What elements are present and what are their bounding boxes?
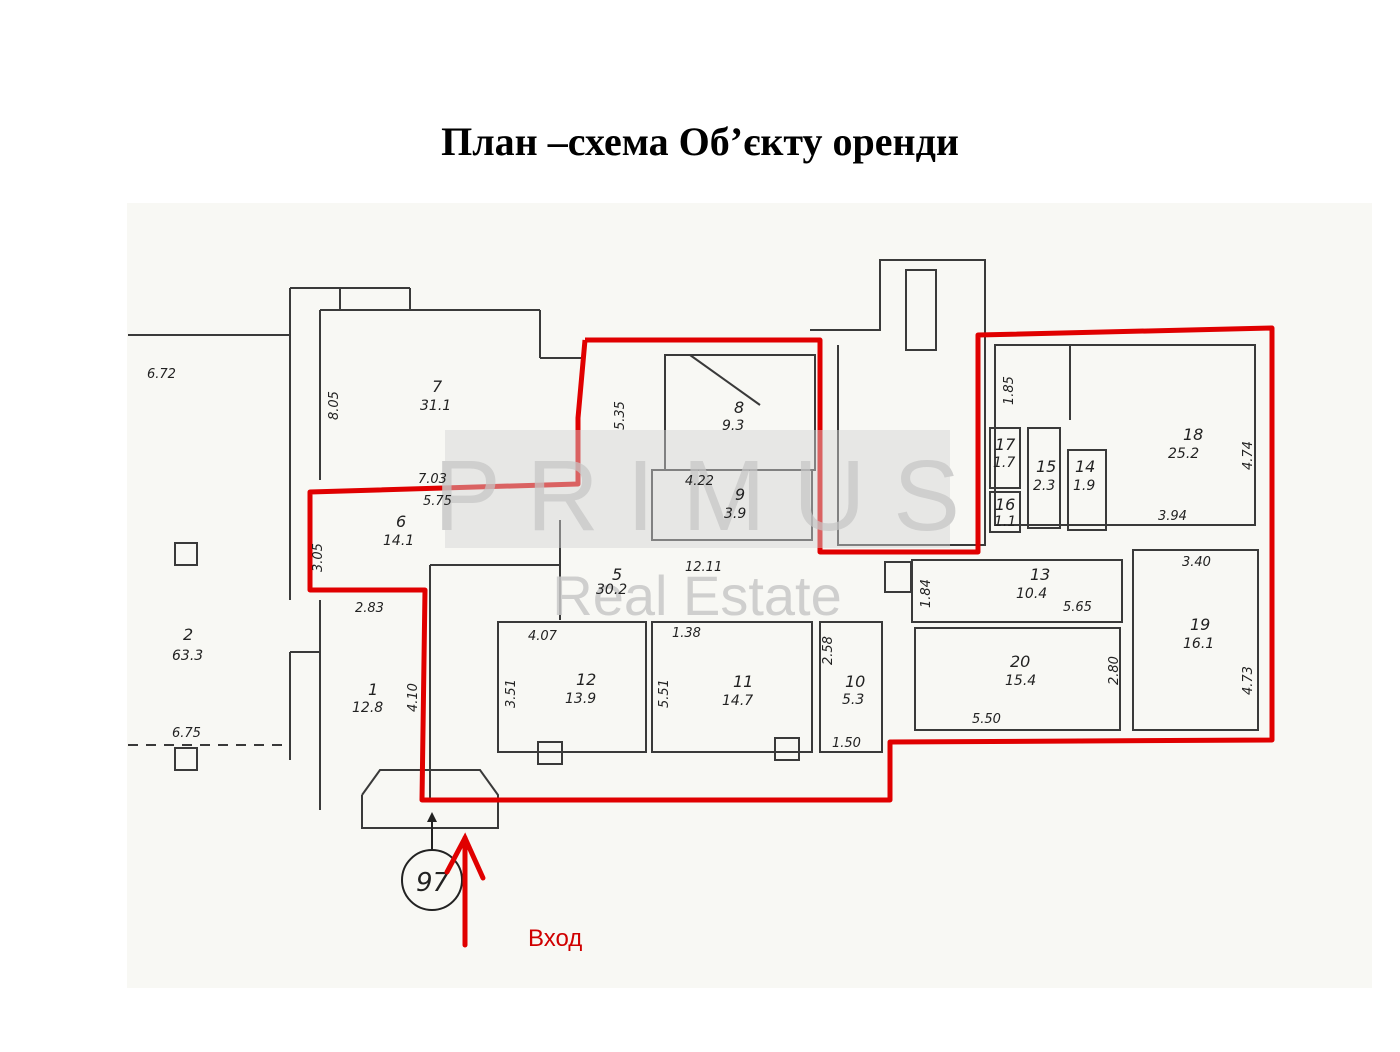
room-8-number: 8 bbox=[734, 398, 744, 417]
room-12-number: 12 bbox=[576, 670, 596, 689]
dimension-label: 5.50 bbox=[972, 712, 1001, 727]
dimension-label: 1.85 bbox=[1002, 376, 1017, 405]
dimension-label: 3.51 bbox=[504, 679, 519, 708]
dimension-label: 5.75 bbox=[423, 494, 452, 509]
dimension-label: 2.83 bbox=[355, 601, 384, 616]
dimension-label: 1.38 bbox=[672, 626, 701, 641]
room-18-area: 25.2 bbox=[1168, 446, 1199, 462]
room-9-area: 3.9 bbox=[724, 506, 746, 522]
dimension-label: 4.74 bbox=[1241, 441, 1256, 470]
room-13-area: 10.4 bbox=[1016, 586, 1047, 602]
building-number: 97 bbox=[416, 868, 450, 898]
room-15-number: 15 bbox=[1036, 457, 1056, 476]
dimension-label: 6.72 bbox=[147, 367, 176, 382]
dimension-label: 6.75 bbox=[172, 726, 201, 741]
room-1-area: 12.8 bbox=[352, 700, 383, 716]
dimension-label: 4.22 bbox=[685, 474, 714, 489]
watermark-brand: P R I M U S bbox=[434, 440, 960, 552]
room-19-area: 16.1 bbox=[1183, 636, 1214, 652]
floor-plan-background bbox=[127, 203, 1372, 988]
room-10-number: 10 bbox=[845, 672, 865, 691]
dimension-label: 7.03 bbox=[418, 472, 447, 487]
dimension-label: 5.65 bbox=[1063, 600, 1092, 615]
dimension-label: 5.35 bbox=[613, 401, 628, 430]
watermark: P R I M U S Real Estate bbox=[434, 430, 960, 627]
page-title: План –схема Об’єкту оренди bbox=[441, 119, 959, 164]
room-11-number: 11 bbox=[733, 672, 753, 691]
dimension-label: 4.07 bbox=[528, 629, 558, 644]
room-15-area: 2.3 bbox=[1033, 478, 1055, 494]
dimension-label: 3.40 bbox=[1182, 555, 1211, 570]
watermark-sub: Real Estate bbox=[552, 564, 842, 627]
room-20-number: 20 bbox=[1010, 652, 1030, 671]
dimension-label: 8.05 bbox=[327, 391, 342, 420]
room-13-number: 13 bbox=[1030, 565, 1050, 584]
entrance-arrow-icon bbox=[444, 832, 486, 948]
room-14-area: 1.9 bbox=[1073, 478, 1095, 494]
dimension-label: 1.50 bbox=[832, 736, 861, 751]
room-8-area: 9.3 bbox=[722, 418, 744, 434]
room-17-number: 17 bbox=[995, 435, 1016, 454]
room-7-area: 31.1 bbox=[420, 398, 451, 414]
dimension-label: 4.10 bbox=[406, 683, 421, 712]
room-2-number: 2 bbox=[183, 625, 193, 644]
room-1-number: 1 bbox=[368, 680, 378, 699]
room-7-number: 7 bbox=[432, 377, 443, 396]
room-20-area: 15.4 bbox=[1005, 673, 1036, 689]
room-11-area: 14.7 bbox=[722, 693, 753, 709]
walls bbox=[128, 259, 1259, 829]
room-12-area: 13.9 bbox=[565, 691, 596, 707]
dimension-label: 3.05 bbox=[311, 543, 326, 572]
room-14-number: 14 bbox=[1075, 457, 1095, 476]
entrance-label: Вход bbox=[528, 925, 582, 952]
dimension-label: 2.58 bbox=[821, 636, 836, 665]
dimension-label: 1.84 bbox=[919, 579, 934, 608]
room-5-area: 30.2 bbox=[596, 582, 627, 598]
dimension-label: 2.80 bbox=[1107, 656, 1122, 685]
room-5-number: 5 bbox=[612, 565, 622, 584]
dimension-label: 5.51 bbox=[657, 679, 672, 708]
room-6-number: 6 bbox=[396, 512, 406, 531]
room-16-number: 16 bbox=[995, 495, 1015, 514]
room-19-number: 19 bbox=[1190, 615, 1210, 634]
dimension-label: 12.11 bbox=[685, 560, 722, 575]
room-10-area: 5.3 bbox=[842, 692, 864, 708]
room-labels: 1 12.8 2 63.3 5 30.2 6 14.1 7 31.1 8 9.3… bbox=[172, 377, 1214, 716]
room-6-area: 14.1 bbox=[383, 533, 414, 549]
room-9-number: 9 bbox=[735, 485, 745, 504]
room-16-area: 1.1 bbox=[994, 514, 1016, 530]
room-18-number: 18 bbox=[1183, 425, 1203, 444]
room-2-area: 63.3 bbox=[172, 648, 203, 664]
dimension-labels: 6.72 6.75 8.05 7.03 5.75 5.35 4.22 12.11… bbox=[147, 367, 1256, 751]
building-number-marker: 97 bbox=[401, 812, 463, 911]
leased-area-outline bbox=[307, 325, 1275, 803]
dimension-label: 3.94 bbox=[1158, 509, 1187, 524]
room-17-area: 1.7 bbox=[993, 455, 1015, 471]
dimension-label: 4.73 bbox=[1241, 666, 1256, 695]
